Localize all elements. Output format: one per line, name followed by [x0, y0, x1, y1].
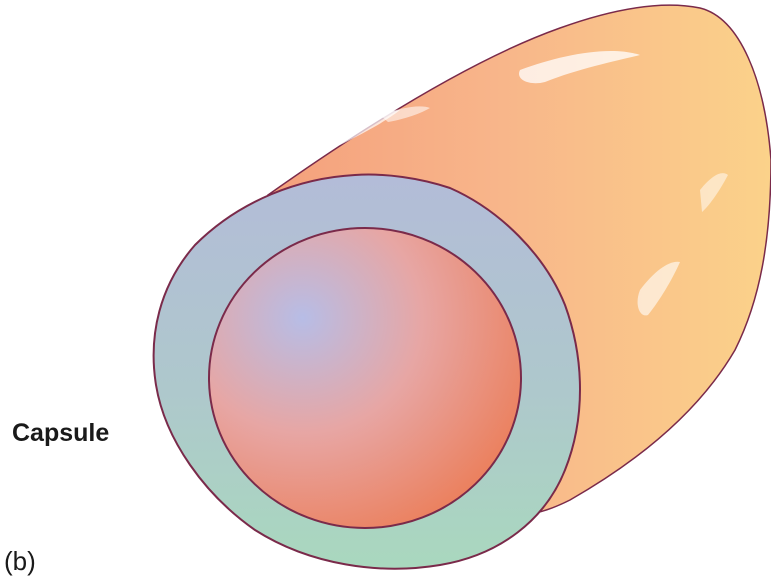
panel-label: (b): [4, 546, 36, 577]
capsule-label: Capsule: [12, 419, 109, 448]
capsule-core: [209, 228, 521, 528]
